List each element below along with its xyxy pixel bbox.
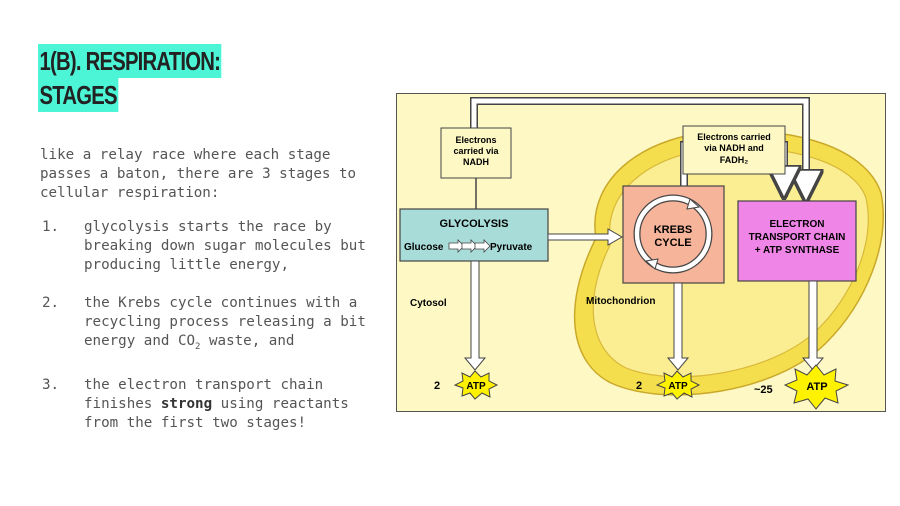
- krebs-cycle-ring-fill: [634, 195, 712, 273]
- nadh-fadh-line: via NADH and: [704, 143, 764, 153]
- krebs-cycle-arrowhead: [686, 198, 701, 210]
- glycolysis-atp-arrow: [463, 260, 487, 371]
- krebs-label-2: CYCLE: [654, 237, 691, 249]
- atp-star-2: 2 ATP: [636, 370, 701, 400]
- pyruvate-label: Pyruvate: [490, 242, 533, 253]
- list-text: using reactants from the first two stage…: [84, 395, 349, 431]
- atp-count-3: ~25: [754, 384, 773, 396]
- title-line-1: 1(B). RESPIRATION:: [38, 44, 222, 78]
- list-number: 3.: [42, 376, 60, 393]
- atp-label-2: ATP: [668, 381, 688, 392]
- stages-list: 1. glycolysis starts the race by breakin…: [40, 218, 380, 452]
- nadh-fadh-line: Electrons carried: [697, 132, 771, 142]
- list-number: 2.: [42, 295, 60, 311]
- title-line-2: STAGES: [38, 78, 119, 112]
- atp-star-icon: [783, 364, 850, 410]
- atp-star-3: ~25 ATP: [754, 364, 850, 410]
- etc-atp-arrow: [801, 280, 825, 371]
- list-number: 1.: [42, 219, 60, 235]
- krebs-atp-arrow: [666, 282, 690, 371]
- glycolysis-arrows-icon: [448, 239, 491, 253]
- pyruvate-to-krebs-arrow: [547, 228, 624, 246]
- krebs-cycle-arrowhead: [644, 258, 659, 270]
- list-text: waste, and: [200, 333, 295, 349]
- atp-count-1: 2: [434, 380, 440, 392]
- list-text: the Krebs cycle continues with a recycli…: [84, 295, 366, 349]
- etc-label-3: + ATP SYNTHASE: [755, 245, 840, 256]
- list-item: 1. glycolysis starts the race by breakin…: [40, 218, 380, 275]
- atp-label-1: ATP: [466, 381, 486, 392]
- glycolysis-title: GLYCOLYSIS: [440, 218, 509, 230]
- list-text: the electron transport chain finishes: [84, 376, 324, 412]
- nadh-box-line: Electrons: [455, 135, 496, 145]
- cytosol-label: Cytosol: [410, 298, 447, 309]
- slide-title: 1(B). RESPIRATION: STAGES: [38, 44, 273, 112]
- atp-star-icon: [453, 370, 499, 400]
- nadh-box-line: carried via: [453, 146, 499, 156]
- krebs-label-1: KREBS: [654, 224, 693, 236]
- nadh-fadh-box: [682, 125, 786, 175]
- atp-count-2: 2: [636, 380, 642, 392]
- mitochondrion-label: Mitochondrion: [586, 296, 655, 307]
- nadh-loop-arrow-fill: [471, 98, 806, 197]
- atp-star-icon: [655, 370, 701, 400]
- glucose-label: Glucose: [404, 242, 444, 253]
- nadh-fadh-line: FADH₂: [720, 155, 749, 165]
- list-text: glycolysis starts the race by breaking d…: [84, 219, 366, 273]
- list-item: 3. the electron transport chain finishes…: [40, 376, 380, 433]
- glycolysis-box: [399, 208, 549, 262]
- subscript: 2: [195, 341, 201, 352]
- strong-word: strong: [160, 395, 213, 412]
- atp-label-3: ATP: [806, 381, 827, 393]
- list-item: 2. the Krebs cycle continues with a recy…: [40, 294, 380, 357]
- etc-label-2: TRANSPORT CHAIN: [749, 232, 846, 243]
- nadh-box: [440, 127, 512, 179]
- etc-label-1: ELECTRON: [770, 219, 825, 230]
- atp-star-1: 2 ATP: [434, 370, 499, 400]
- nadh-box-line: NADH: [463, 157, 489, 167]
- intro-text: like a relay race where each stage passe…: [40, 147, 357, 201]
- respiration-diagram: Electrons carried via NADH Electrons car…: [396, 93, 886, 412]
- etc-box: [737, 200, 857, 282]
